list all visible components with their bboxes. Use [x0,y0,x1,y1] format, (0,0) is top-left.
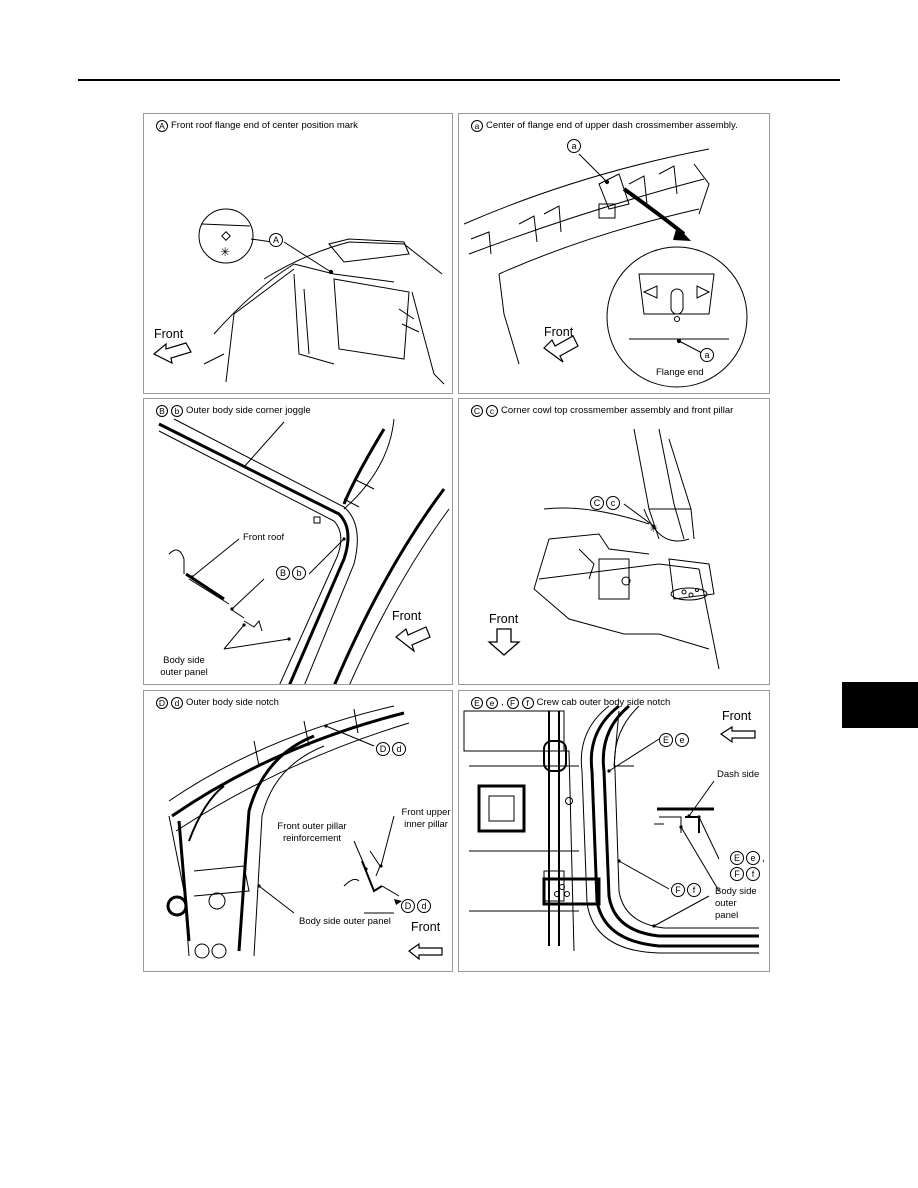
callout-e-top: E e [659,733,689,747]
front-upper-inner-pillar-label: Front upper inner pillar [401,807,451,830]
dash-crossmember-illustration [463,148,748,388]
panel-title: C c Corner cowl top crossmember assembly… [471,405,733,417]
figure-panel-front-roof: A Front roof flange end of center positi… [143,113,453,394]
figure-panel-dash-crossmember: a Center of flange end of upper dash cro… [458,113,770,394]
figure-panel-cowl-top: C c Corner cowl top crossmember assembly… [458,398,770,685]
front-label: Front [489,612,519,626]
body-side-outer-panel-label: Body side outer panel [299,916,391,927]
body-side-outer-panel-label: Body side outer panel [715,886,757,921]
front-arrow-icon [395,626,431,653]
section-tab [842,682,918,728]
dash-side-label: Dash side [717,769,760,780]
panel-title: A Front roof flange end of center positi… [156,120,358,132]
front-roof-label: Front roof [243,532,285,543]
front-arrow-icon [152,342,192,365]
callout-f-bottom: F f [671,883,701,897]
front-label: Front [544,325,574,339]
header-rule [78,79,840,81]
front-arrow-icon [719,725,756,744]
panel-title: B b Outer body side corner joggle [156,405,311,417]
callout-a-zoom: a [700,348,714,362]
front-label: Front [411,920,441,934]
callout-d-top: D d [376,742,406,756]
callout-a-top: a [567,139,581,153]
front-label: Front [392,609,422,623]
panel-title: E e , F f Crew cab outer body side notch [471,697,670,709]
callout-f-right: F f [730,867,760,881]
callout-a: A [269,233,283,247]
figure-panel-crew-cab-notch: E e , F f Crew cab outer body side notch [458,690,770,972]
front-label: Front [154,327,184,341]
front-arrow-icon [487,628,521,656]
panel-title: D d Outer body side notch [156,697,279,709]
joggle-illustration [158,418,450,684]
flange-end-label: Flange end [656,367,704,378]
ref-circle: A [156,120,168,132]
roof-illustration: ✳ [152,208,445,385]
notch-illustration [166,705,443,961]
callout-c: C c [590,496,620,510]
front-arrow-icon [543,335,579,363]
front-outer-pillar-label: Front outer pillar reinforcement [277,821,347,844]
svg-text:✳: ✳ [649,522,658,535]
panel-title: a Center of flange end of upper dash cro… [471,120,738,132]
crew-cab-illustration [463,704,759,954]
panel-title-text: Front roof flange end of center position… [171,120,358,131]
cowl-illustration: ✳ [487,428,720,670]
callout-d-bottom: D d [401,899,431,913]
svg-text:✳: ✳ [220,245,230,259]
callout-b: B b [276,566,306,580]
front-arrow-icon [407,942,443,961]
figure-panel-outer-notch: D d Outer body side notch [143,690,453,972]
body-side-label: Body side outer panel [160,655,208,678]
front-label: Front [722,709,752,723]
figure-panel-corner-joggle: B b Outer body side corner joggle [143,398,453,685]
callout-e-right: E e , [730,851,765,865]
